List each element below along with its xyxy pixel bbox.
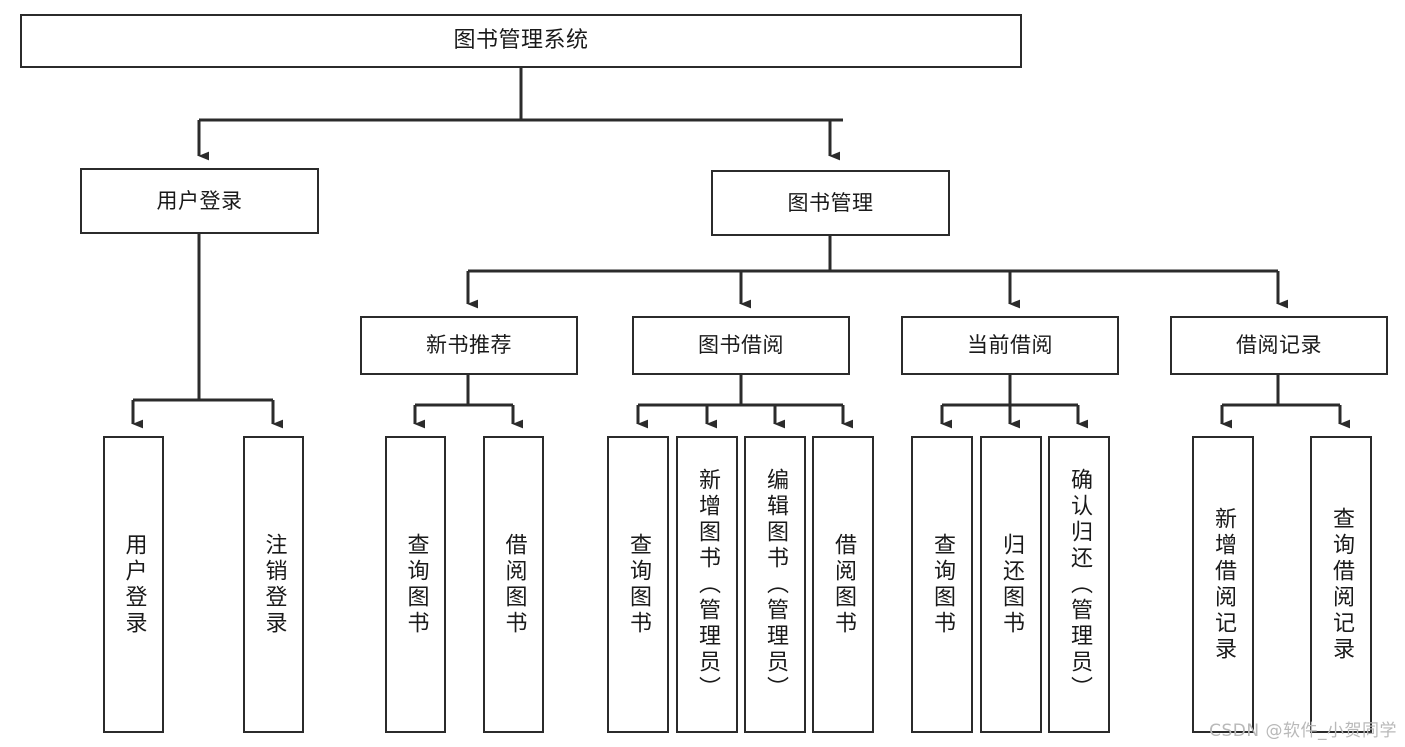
node-book-management[interactable]: 图书管理 — [711, 170, 950, 236]
leaf-borrow-book-recommend[interactable]: 借阅图书 — [483, 436, 544, 733]
node-label: 新增借阅记录 — [1211, 506, 1236, 663]
node-label: 借阅图书 — [501, 532, 527, 637]
node-label: 图书借阅 — [698, 333, 784, 358]
node-label: 借阅图书 — [831, 532, 856, 637]
leaf-edit-book-admin[interactable]: 编辑图书（管理员） — [744, 436, 806, 733]
node-book-borrow[interactable]: 图书借阅 — [632, 316, 850, 375]
leaf-query-borrow-record[interactable]: 查询借阅记录 — [1310, 436, 1372, 733]
leaf-logout[interactable]: 注销登录 — [243, 436, 304, 733]
node-label: 查询图书 — [930, 532, 955, 637]
node-label: 新增图书（管理员） — [695, 467, 720, 702]
node-label: 新书推荐 — [426, 333, 512, 358]
leaf-borrow-book-borrow[interactable]: 借阅图书 — [812, 436, 874, 733]
node-label: 注销登录 — [261, 532, 287, 637]
node-label: 查询图书 — [403, 532, 429, 637]
node-user-login[interactable]: 用户登录 — [80, 168, 319, 234]
leaf-query-book-recommend[interactable]: 查询图书 — [385, 436, 446, 733]
leaf-confirm-return-admin[interactable]: 确认归还（管理员） — [1048, 436, 1110, 733]
node-root-system[interactable]: 图书管理系统 — [20, 14, 1022, 68]
node-label: 图书管理系统 — [453, 28, 589, 54]
leaf-add-borrow-record[interactable]: 新增借阅记录 — [1192, 436, 1254, 733]
leaf-return-book[interactable]: 归还图书 — [980, 436, 1042, 733]
node-label: 归还图书 — [999, 532, 1024, 637]
node-new-book-recommend[interactable]: 新书推荐 — [360, 316, 578, 375]
node-borrow-record[interactable]: 借阅记录 — [1170, 316, 1388, 375]
node-label: 图书管理 — [787, 190, 874, 215]
node-label: 当前借阅 — [967, 333, 1053, 358]
node-label: 查询图书 — [626, 532, 651, 637]
node-current-borrow[interactable]: 当前借阅 — [901, 316, 1119, 375]
node-label: 查询借阅记录 — [1329, 506, 1354, 663]
leaf-user-login[interactable]: 用户登录 — [103, 436, 164, 733]
leaf-add-book-admin[interactable]: 新增图书（管理员） — [676, 436, 738, 733]
node-label: 用户登录 — [121, 532, 147, 637]
csdn-watermark: CSDN @软件_小贺同学 — [1209, 721, 1397, 741]
node-label: 借阅记录 — [1236, 333, 1322, 358]
node-label: 用户登录 — [156, 188, 243, 213]
leaf-query-book-current[interactable]: 查询图书 — [911, 436, 973, 733]
node-label: 编辑图书（管理员） — [763, 467, 788, 702]
leaf-query-book-borrow[interactable]: 查询图书 — [607, 436, 669, 733]
node-label: 确认归还（管理员） — [1067, 467, 1092, 702]
